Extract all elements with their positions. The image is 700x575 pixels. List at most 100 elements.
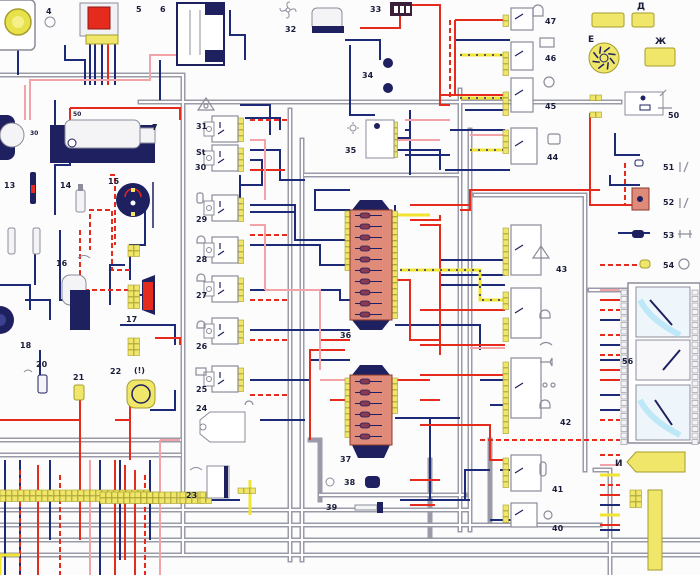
connector-pin <box>134 491 141 498</box>
connector-pin <box>111 491 118 498</box>
cluster-pin <box>691 393 699 400</box>
connector-pin <box>89 489 96 496</box>
switch-contact <box>514 13 524 20</box>
fuse <box>359 278 371 285</box>
connector-pin <box>502 335 509 342</box>
connector-pin <box>391 246 398 253</box>
relay <box>203 194 239 222</box>
connector-e-pin <box>606 62 609 70</box>
component-21-temperature-sensor <box>73 384 85 401</box>
component-20-oil-sensor <box>23 369 48 394</box>
connector-block <box>134 491 183 504</box>
relay-tab <box>203 150 215 166</box>
connector-e-pin <box>592 60 600 63</box>
connector-pin <box>502 391 509 398</box>
cluster-pin <box>691 367 699 374</box>
label-23: 23 <box>186 491 197 500</box>
cluster-pin <box>620 341 628 348</box>
connector-pin <box>502 251 509 258</box>
connector-pin <box>237 159 244 166</box>
connector-pin <box>502 263 509 270</box>
label-5: 5 <box>136 5 142 14</box>
cluster-pin <box>620 348 628 354</box>
connector-block <box>127 337 140 356</box>
label-21: 21 <box>73 373 85 382</box>
connector-pin <box>140 497 147 504</box>
choke-icon <box>658 89 672 109</box>
connector-pin <box>133 284 140 291</box>
connector-pin <box>41 495 48 502</box>
connector-pin <box>391 234 398 241</box>
component-16-wiper-motor <box>61 255 91 330</box>
connector-pin <box>502 421 509 428</box>
relay-contact <box>217 201 225 214</box>
connector-e-pin <box>608 53 616 56</box>
switch <box>510 357 542 419</box>
connector-pin <box>133 244 140 251</box>
relay-contact <box>217 282 225 295</box>
cluster-pin <box>691 322 699 328</box>
connector-pin <box>127 244 134 251</box>
connector-pin <box>71 489 78 496</box>
relay <box>203 317 239 345</box>
switch <box>510 502 538 528</box>
connector-pin <box>237 373 244 380</box>
connector-pin <box>502 233 509 240</box>
connector-pin <box>205 497 212 504</box>
connector-pin <box>23 495 30 502</box>
connector-pin <box>237 337 244 344</box>
switch-body <box>510 77 534 113</box>
label-20: 20 <box>36 360 48 369</box>
cluster-pin <box>691 439 699 445</box>
cluster-pin <box>620 406 628 413</box>
cluster-pin <box>691 335 699 341</box>
label-36: 36 <box>340 331 352 340</box>
connector-pin <box>158 491 165 498</box>
connector-pin <box>502 103 509 110</box>
connector-pin <box>127 284 134 291</box>
switch-body <box>510 502 538 528</box>
connector-block <box>502 227 509 276</box>
connector-pin <box>502 481 509 488</box>
heated-window-icon <box>539 37 555 48</box>
connector-pin <box>502 504 509 511</box>
connector-d <box>591 12 655 28</box>
connector-pin <box>133 290 140 297</box>
component-generator <box>0 115 25 334</box>
indicator-icons <box>195 4 692 520</box>
connector-e <box>588 42 620 74</box>
relay-contact <box>217 122 225 135</box>
connector-block <box>502 129 509 154</box>
cluster-pin <box>620 315 628 322</box>
connector-pin <box>191 497 198 504</box>
label-13: 13 <box>4 181 15 190</box>
connector-pin <box>237 215 244 222</box>
component-15-distributor <box>116 182 154 228</box>
connector-pin <box>53 495 60 502</box>
fuse <box>359 400 371 407</box>
connector-block <box>237 319 244 344</box>
connector-pin <box>59 495 66 502</box>
connector-block <box>237 277 244 302</box>
connector-pin <box>243 487 250 494</box>
component-6-battery <box>176 2 225 66</box>
connector-pin <box>129 497 136 504</box>
relay-contact <box>217 151 225 164</box>
label-33: 33 <box>370 5 381 14</box>
component-54-lamp <box>639 259 651 269</box>
connector-pin <box>237 385 244 392</box>
component-51-lamp <box>634 159 644 167</box>
connector-pin <box>502 385 509 392</box>
connector-pin <box>185 497 192 504</box>
connector-pin <box>237 203 244 210</box>
wires-blue <box>0 10 650 575</box>
component-7-starter <box>50 119 156 163</box>
connector-pin <box>502 373 509 380</box>
label-34: 34 <box>362 71 374 80</box>
label-connector-e: Е <box>588 35 594 45</box>
connector-pin <box>502 129 509 136</box>
component-4-headlamp <box>0 0 56 51</box>
connector-pin <box>502 291 509 298</box>
connector-pin <box>391 389 398 396</box>
